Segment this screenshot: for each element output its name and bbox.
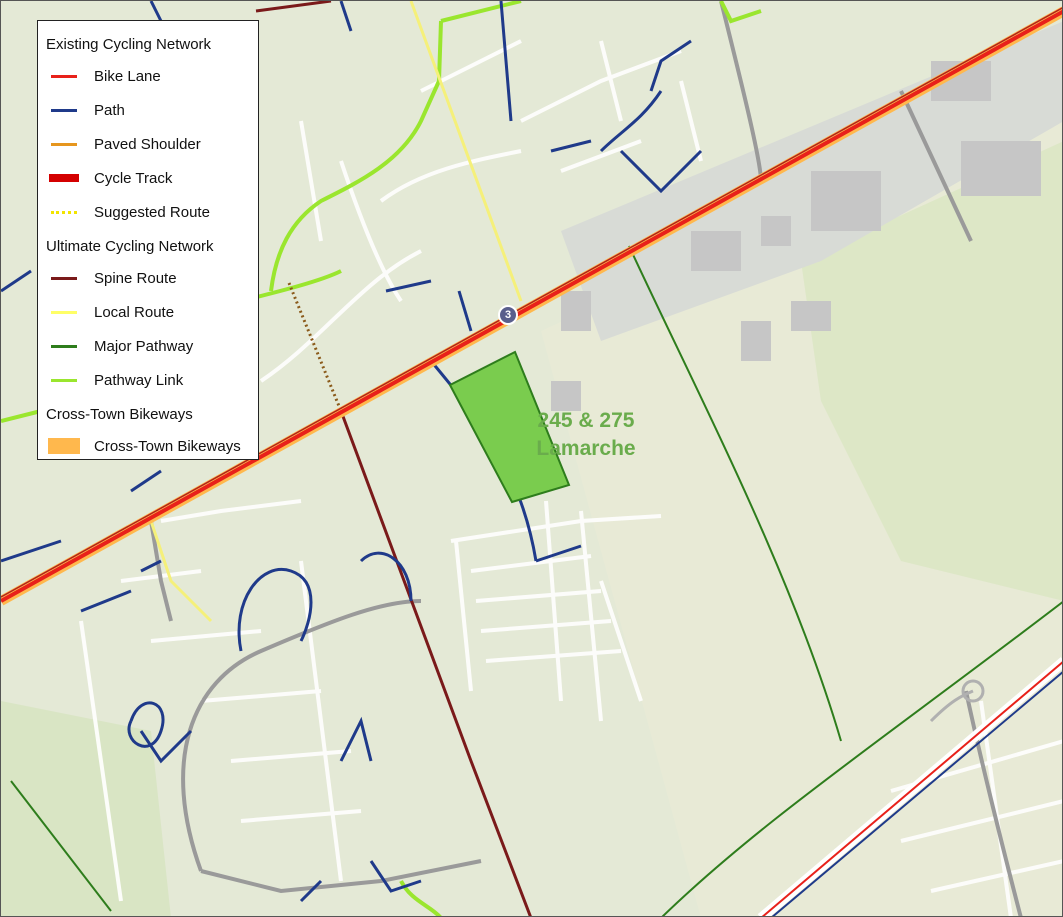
building [691, 231, 741, 271]
legend-item-existing-2: Paved Shoulder [46, 127, 250, 161]
building [791, 301, 831, 331]
legend-item-ultimate-1: Local Route [46, 295, 250, 329]
legend-swatch [46, 66, 82, 86]
legend-item-label: Major Pathway [94, 337, 194, 355]
legend-swatch [46, 436, 82, 456]
building [961, 141, 1041, 196]
vegetation-patch [1, 701, 171, 916]
legend-item-label: Suggested Route [94, 203, 210, 221]
legend-swatch [46, 370, 82, 390]
legend-swatch [46, 268, 82, 288]
pathway-link-network [1, 1, 762, 916]
legend-item-label: Spine Route [94, 269, 177, 287]
site-label: 245 & 275 Lamarche [526, 407, 646, 463]
legend-item-label: Paved Shoulder [94, 135, 201, 153]
legend-item-ultimate-3: Pathway Link [46, 363, 250, 397]
suggested-route [287, 282, 343, 412]
legend-item-ultimate-2: Major Pathway [46, 329, 250, 363]
building [741, 321, 771, 361]
legend-item-label: Pathway Link [94, 371, 184, 389]
highway-bike-lane [1, 6, 1062, 606]
legend-item-label: Local Route [94, 303, 175, 321]
legend-item-ultimate-0: Spine Route [46, 261, 250, 295]
building [811, 171, 881, 231]
legend-item-label: Cycle Track [94, 169, 173, 187]
site-label-line2: Lamarche [536, 437, 636, 460]
highway-route-badge: 3 [498, 305, 518, 325]
legend-item-label: Cross-Town Bikeways [94, 437, 241, 455]
legend-swatch [46, 168, 82, 188]
building [761, 216, 791, 246]
major-pathway-network [10, 245, 1062, 916]
local-route-network [149, 1, 523, 623]
legend-item-label: Path [94, 101, 125, 119]
building [561, 291, 591, 331]
legend-item-existing-4: Suggested Route [46, 195, 250, 229]
legend-item-existing-1: Path [46, 93, 250, 127]
site-parcel [448, 350, 571, 504]
legend-section-crosstown: Cross-Town Bikeways [46, 406, 193, 423]
southeast-highway [757, 657, 1062, 916]
vegetation-patch [801, 141, 1062, 601]
legend-swatch [46, 134, 82, 154]
interchange-ramps [929, 679, 985, 723]
legend-swatch [46, 202, 82, 222]
legend-item-crosstown-0: Cross-Town Bikeways [46, 429, 250, 463]
legend-section-existing: Existing Cycling Network [46, 36, 212, 53]
legend-item-label: Bike Lane [94, 67, 161, 85]
collector-roads [149, 1, 1023, 916]
legend-item-existing-3: Cycle Track [46, 161, 250, 195]
building [551, 381, 581, 411]
site-label-line1: 245 & 275 [537, 409, 635, 432]
legend-item-existing-0: Bike Lane [46, 59, 250, 93]
legend-section-ultimate: Ultimate Cycling Network [46, 238, 214, 255]
spine-route-network [255, 1, 532, 916]
legend-swatch [46, 302, 82, 322]
legend-swatch [46, 336, 82, 356]
legend-swatch [46, 100, 82, 120]
